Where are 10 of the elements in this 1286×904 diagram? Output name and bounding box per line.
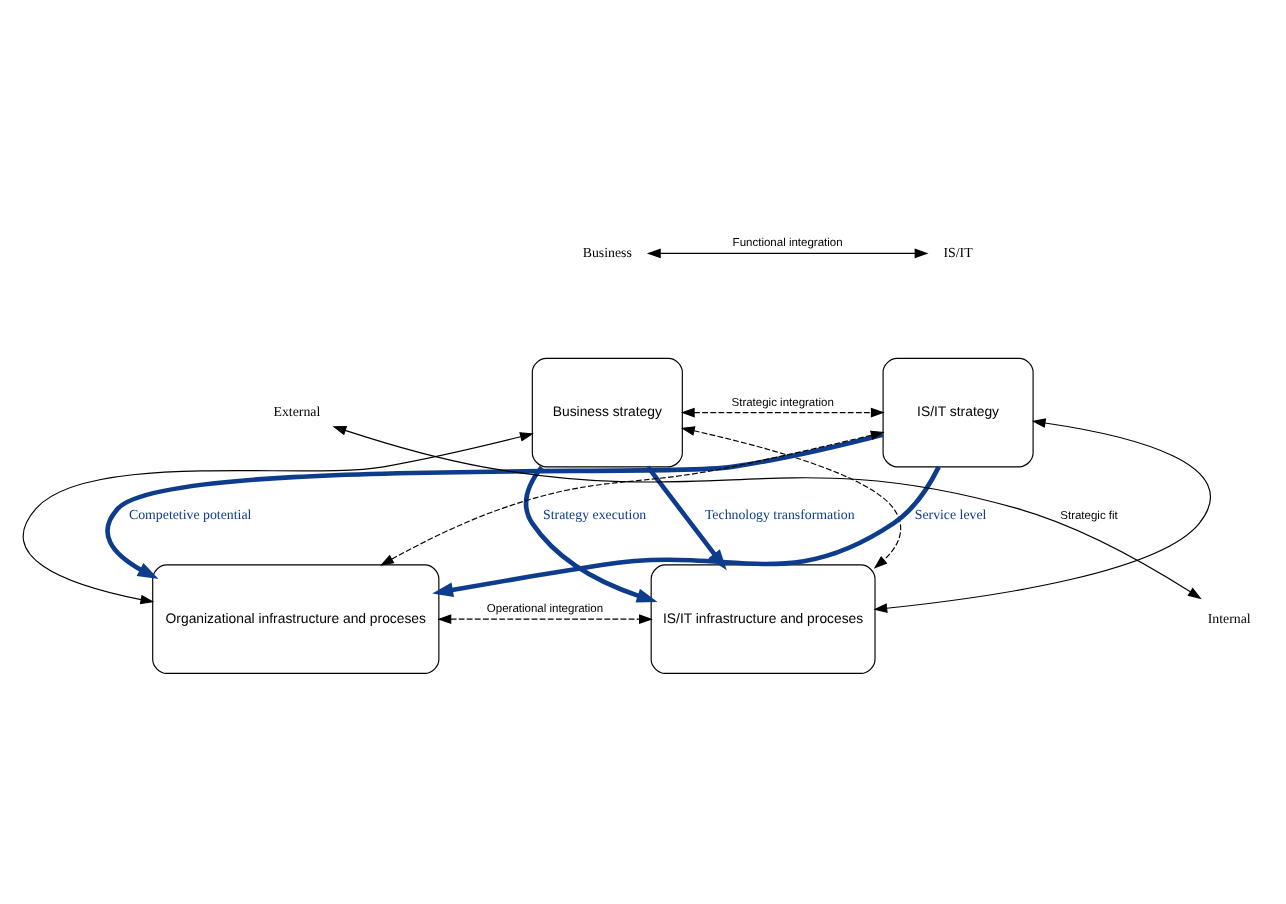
arrow: [105, 431, 884, 578]
arrow: [873, 417, 1212, 612]
arrow: [437, 613, 653, 623]
arrow: [646, 247, 929, 258]
arrow: [23, 431, 534, 604]
arrow: [432, 464, 941, 596]
arrow: [332, 425, 1202, 599]
arrow: [380, 429, 885, 565]
arrow: [680, 406, 885, 417]
arrow: [523, 464, 658, 602]
